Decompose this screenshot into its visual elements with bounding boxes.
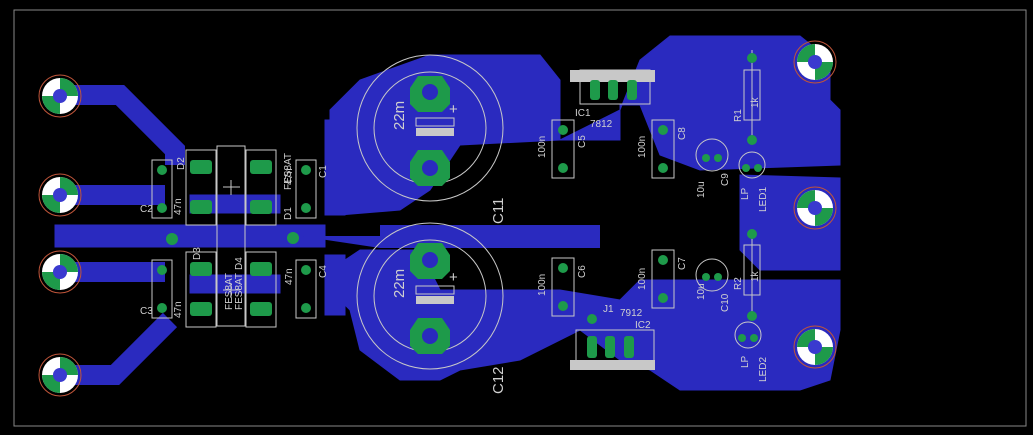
r2-ref: R2 xyxy=(733,277,744,290)
c4-value: 47n xyxy=(284,268,295,285)
ic1-value: 7812 xyxy=(590,119,613,130)
capacitor-c11: + 22m C11 xyxy=(356,54,507,224)
led-led2: LP LED2 xyxy=(734,321,769,382)
resistor-r1: R1 1k xyxy=(733,50,761,145)
ic2-value: 7912 xyxy=(620,308,643,319)
c10-ref: C10 xyxy=(720,293,731,312)
c2-ref: C2 xyxy=(140,204,153,215)
cap-c3: C3 47n xyxy=(140,259,184,319)
r1-value: 1k xyxy=(750,96,761,108)
capacitor-c12: + 22m C12 xyxy=(356,222,507,394)
led-led1: LP LED1 xyxy=(738,151,769,212)
c1-ref: C1 xyxy=(318,165,329,178)
svg-text:+: + xyxy=(449,269,458,286)
board-outline xyxy=(13,9,1027,427)
d3-ref: D3 xyxy=(192,247,203,260)
c8-value: 100n xyxy=(637,136,648,158)
mount-holes-right xyxy=(793,40,837,369)
c8-ref: C8 xyxy=(677,127,688,140)
c2-value: 47n xyxy=(173,198,184,215)
d4-ref: D4 xyxy=(234,257,245,270)
c9-ref: C9 xyxy=(720,173,731,186)
c1-value: 47n xyxy=(284,168,295,185)
c11-ref: C11 xyxy=(490,198,507,224)
c10-value: 10u xyxy=(696,283,707,300)
ic1-ref: IC1 xyxy=(575,108,591,119)
cap-c8: 100n C8 xyxy=(637,119,688,179)
cap-c7: 100n C7 xyxy=(637,249,688,309)
c6-ref: C6 xyxy=(577,265,588,278)
c12-ref: C12 xyxy=(490,366,507,394)
cap-c2: C2 47n xyxy=(140,159,184,219)
diode-pads xyxy=(166,160,299,316)
resistor-r2: R2 1k xyxy=(733,229,761,321)
jumper-j1: J1 xyxy=(587,304,614,324)
diode-block xyxy=(185,145,277,328)
r2-value: 1k xyxy=(750,270,761,282)
r1-ref: R1 xyxy=(733,109,744,122)
c12-value: 22m xyxy=(391,269,408,298)
c4-ref: C4 xyxy=(318,265,329,278)
regulator-ic1: IC1 7812 xyxy=(570,69,655,130)
svg-text:+: + xyxy=(449,101,458,118)
c5-value: 100n xyxy=(537,136,548,158)
led1-ref: LED1 xyxy=(758,187,769,212)
d2-ref: D2 xyxy=(176,157,187,170)
mount-holes-left xyxy=(38,74,82,397)
cap-c4: C4 47n xyxy=(284,259,329,319)
c11-value: 22m xyxy=(391,101,408,130)
copper-layer xyxy=(54,35,841,391)
cap-c5: 100n C5 xyxy=(537,119,588,179)
d4-value: FES8AT xyxy=(234,273,245,310)
c6-value: 100n xyxy=(537,274,548,296)
d1-ref: D1 xyxy=(283,207,294,220)
cap-c1: C1 47n xyxy=(284,159,329,219)
c5-ref: C5 xyxy=(577,135,588,148)
led2-value: LP xyxy=(740,355,751,368)
regulator-ic2: 7912 IC2 xyxy=(570,308,655,370)
led2-ref: LED2 xyxy=(758,357,769,382)
c7-ref: C7 xyxy=(677,257,688,270)
c3-ref: C3 xyxy=(140,306,153,317)
d1-value: FES8AT xyxy=(283,153,294,190)
ic2-ref: IC2 xyxy=(635,320,651,331)
c7-value: 100n xyxy=(637,268,648,290)
cap-c6: 100n C6 xyxy=(537,257,588,317)
cap-c10: 10u C10 xyxy=(695,258,731,312)
led1-value: LP xyxy=(740,187,751,200)
d3-value: FES8AT xyxy=(224,273,235,310)
c3-value: 47n xyxy=(173,301,184,318)
c9-value: 10u xyxy=(696,181,707,198)
cap-c9: 10u C9 xyxy=(695,138,731,198)
j1-ref: J1 xyxy=(603,304,614,315)
